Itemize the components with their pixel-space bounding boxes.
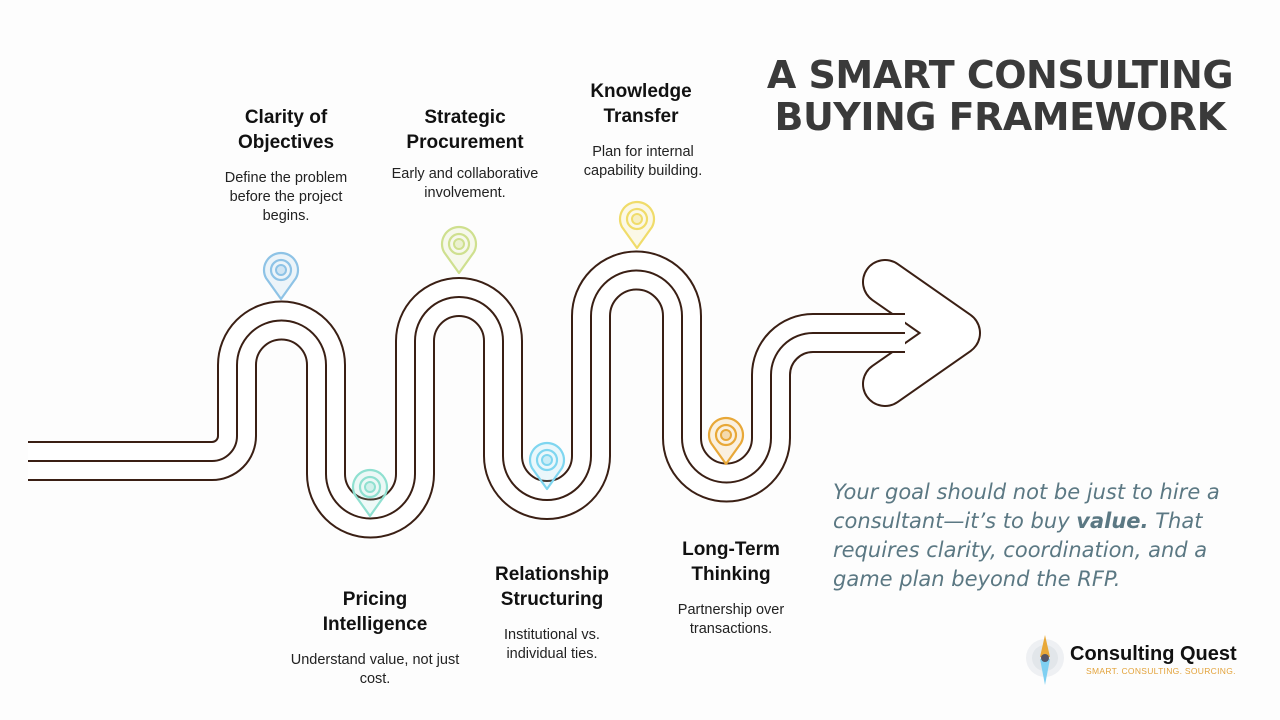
step-title: Strategic (424, 107, 506, 128)
step-description: Partnership over transactions. (677, 602, 785, 637)
quote-part: Your goal should not be just to hire a c… (833, 480, 1220, 533)
step-title: Objectives (237, 132, 335, 153)
compass-icon (1026, 635, 1064, 685)
quote-text: Your goal should not be just to hire a c… (833, 478, 1253, 594)
logo-tagline: SMART. CONSULTING. SOURCING. (1086, 666, 1236, 676)
consulting-quest-logo: Consulting Quest SMART. CONSULTING. SOUR… (1025, 633, 1255, 689)
road-path (28, 250, 905, 539)
location-pin-icon (262, 251, 300, 301)
road-line (28, 269, 905, 520)
quote-emphasis: value. (1076, 509, 1149, 533)
step-title: Long-Term (682, 539, 780, 560)
arrow-head (862, 259, 981, 407)
step-title: Relationship (494, 564, 609, 585)
step-title: Thinking (691, 564, 771, 585)
step-description: Early and collaborative involvement. (391, 166, 539, 201)
step-description: Institutional vs. individual ties. (504, 627, 600, 662)
step-clarity-of-objectives: Clarity of Objectives Define the problem … (191, 105, 381, 226)
step-description: Understand value, not just cost. (290, 652, 460, 687)
step-title: Knowledge (590, 81, 692, 102)
step-title: Transfer (603, 106, 679, 127)
location-pin-icon (351, 468, 389, 518)
title-line-2: BUYING FRAMEWORK (774, 95, 1226, 139)
step-title: Intelligence (322, 614, 428, 635)
title-line-1: A SMART CONSULTING (766, 53, 1234, 97)
location-pin-icon (440, 225, 478, 275)
step-title: Structuring (500, 589, 604, 610)
logo-name: Consulting Quest (1070, 643, 1237, 665)
step-title: Clarity of (244, 107, 328, 128)
step-title: Procurement (406, 132, 524, 153)
page-title: A SMART CONSULTING BUYING FRAMEWORK (760, 54, 1240, 138)
location-pin-icon (528, 441, 566, 491)
quote-part: That requires clarity, coordination, and… (833, 509, 1208, 591)
step-title: Pricing (342, 589, 408, 610)
location-pin-icon (707, 416, 745, 466)
location-pin-icon (618, 200, 656, 250)
step-description: Plan for internal capability building. (583, 144, 703, 179)
step-description: Define the problem before the project be… (224, 170, 348, 224)
